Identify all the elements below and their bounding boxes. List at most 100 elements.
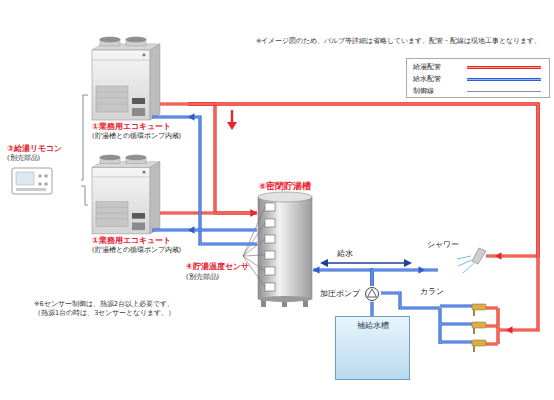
legend-line [467, 67, 541, 68]
flow-arrow [227, 122, 237, 130]
node-heading: 加圧ポンプ [320, 289, 361, 299]
faucet [473, 328, 475, 334]
edge-label: 給水 [336, 249, 354, 259]
pipe-line [381, 293, 418, 308]
remote-controller [44, 174, 48, 178]
shower-head [463, 263, 474, 273]
pipe-line [81, 186, 88, 205]
faucet [472, 304, 486, 310]
shower-head [457, 248, 486, 273]
temperature-sensor [265, 219, 275, 227]
pipe-line [188, 104, 257, 213]
pipe-connector [188, 113, 257, 244]
storage-tank [258, 197, 312, 299]
pipe-connector [381, 293, 418, 308]
arrow-head [495, 252, 502, 260]
temperature-sensor [243, 203, 275, 291]
legend-row: 制御線 [413, 86, 547, 97]
legend-text: 給水配管 [413, 74, 463, 85]
node-note: (貯湯槽との循環ポンプ内蔵) [92, 246, 186, 254]
arrow-head [251, 209, 258, 217]
pipe-stub [152, 104, 506, 344]
temperature-sensor [265, 203, 275, 211]
pipe-connector [188, 104, 538, 260]
pipe-connector [313, 266, 372, 286]
pump-symbol [368, 289, 377, 297]
shower-head [458, 260, 472, 266]
pipe-line [188, 104, 538, 330]
pipe-line [188, 104, 538, 256]
shower-head [457, 256, 474, 273]
callout-note: (別売部品) [186, 273, 246, 282]
pipe-stub [152, 117, 472, 344]
storage-tank [258, 192, 312, 307]
pipe-line [188, 230, 257, 231]
faucet [472, 340, 486, 346]
legend-box: 給湯配管給水配管制御線 [406, 58, 550, 98]
storage-tank [258, 192, 312, 202]
remote-controller [44, 182, 48, 186]
node-heading: カラン [420, 287, 504, 297]
pipe-line [81, 95, 88, 180]
node-heading: ①業務用エコキュート [92, 236, 186, 246]
faucet [473, 310, 475, 316]
legend-text: 給湯配管 [413, 62, 463, 73]
node-box: ①業務用エコキュート(貯湯槽との循環ポンプ内蔵) [88, 156, 188, 257]
pipe-connector [81, 186, 88, 205]
remote-controller [16, 188, 46, 191]
remote-controller [16, 172, 34, 185]
pipe-line [188, 104, 538, 330]
node-note: (貯湯槽との循環ポンプ内蔵) [92, 132, 186, 140]
temperature-sensor [265, 251, 275, 259]
arrow-head [506, 326, 513, 334]
legend-line [467, 79, 541, 80]
pipe-line [372, 270, 425, 286]
node-box: ③給湯リモコン(別売部品) [3, 142, 81, 199]
node-box: ⑥密閉貯湯槽 [257, 180, 313, 309]
temperature-sensor [265, 283, 275, 291]
flow-arrow [231, 110, 233, 123]
node-heading: 補給水槽 [338, 321, 407, 331]
pipe-connector [372, 266, 425, 286]
flow-arrow [404, 259, 412, 267]
arrow-head [419, 266, 426, 274]
pipe-connector [188, 209, 257, 217]
pipe-line [188, 213, 257, 214]
temperature-sensor [243, 207, 265, 287]
pipe-stub [160, 104, 506, 344]
pipe-line [188, 228, 257, 231]
pipe-line [188, 104, 538, 256]
temperature-sensor [265, 235, 275, 243]
pipe-connector [188, 226, 257, 234]
storage-tank [258, 296, 312, 302]
arrow-head [313, 266, 320, 274]
pipe-line [188, 117, 257, 244]
legend-row: 給水配管 [413, 74, 547, 85]
node-box: ①業務用エコキュート(貯湯槽との循環ポンプ内蔵) [88, 38, 188, 143]
node-note: (別売部品) [7, 154, 79, 162]
arrow-head [188, 226, 195, 234]
legend-line [467, 66, 541, 69]
faucet [472, 322, 486, 328]
node-box: 補給水槽 [335, 316, 410, 380]
pipe-connector [372, 302, 373, 316]
pipe-line [313, 270, 372, 286]
note-text: ※イメージ図のため、バルブ等詳細は省略しています。配管・配線は現地工事となります… [256, 37, 550, 46]
legend-sample [465, 62, 543, 73]
legend-text: 制御線 [413, 86, 463, 97]
node-heading: ①業務用エコキュート [92, 122, 186, 132]
pipe-line [188, 117, 257, 244]
flow-arrow [328, 262, 404, 264]
pump-symbol [366, 288, 379, 301]
node-box: シャワー [425, 238, 495, 278]
remote-controller [38, 174, 42, 178]
pipe-connector [188, 104, 257, 217]
arrow-head [188, 113, 195, 121]
heat-pump-unit [92, 37, 160, 120]
arrow-head [251, 209, 258, 217]
legend-sample [465, 86, 543, 97]
pipe-stub [160, 104, 506, 344]
pipe-stub [152, 117, 472, 344]
legend-row: 給湯配管 [413, 62, 547, 73]
